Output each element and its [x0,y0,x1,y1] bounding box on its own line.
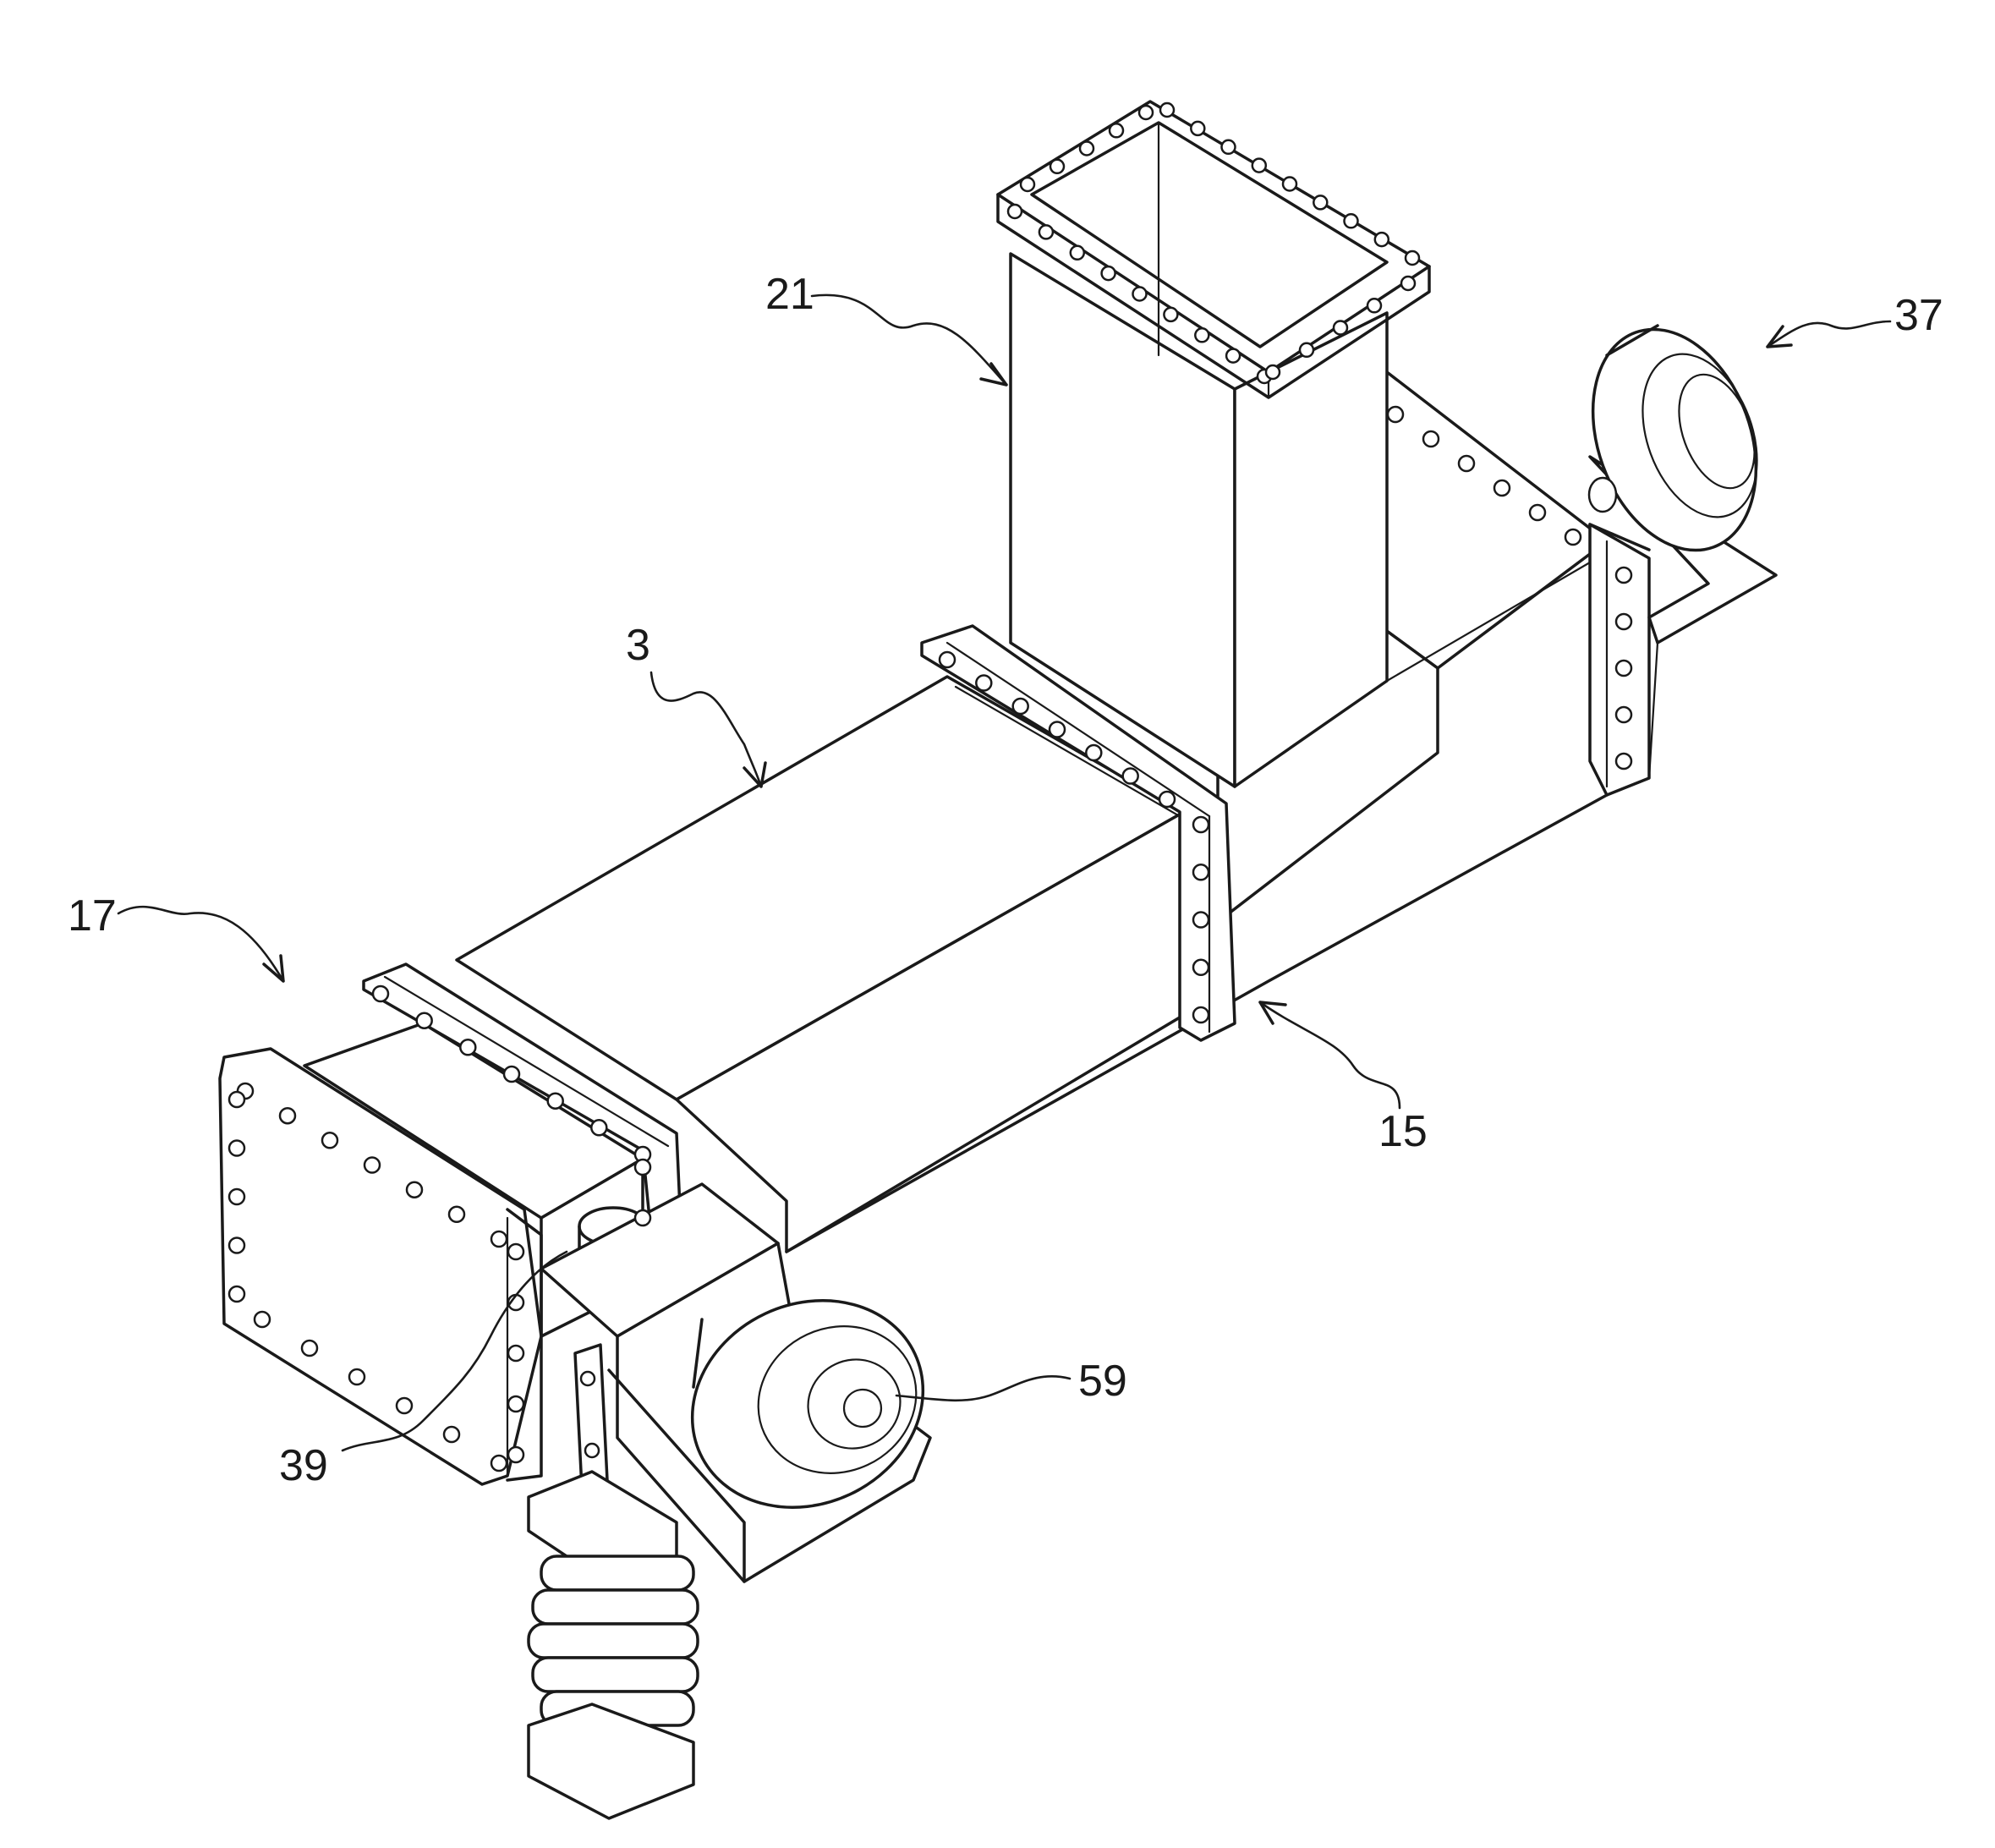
bolt [1375,233,1389,246]
bellows-foot [529,1472,698,1818]
bolt [1266,365,1280,379]
bolt [1050,160,1064,173]
ref-17: 17 [68,891,117,940]
bolt [1494,480,1510,496]
bolt [449,1207,464,1222]
bolt [1313,195,1327,209]
bolt [1616,614,1631,629]
bolt [1110,123,1123,137]
bolt [585,1444,599,1457]
bolt [1080,142,1093,156]
bolt [1401,277,1415,290]
bolt [255,1312,270,1327]
bolt [397,1398,412,1413]
bolt [229,1238,244,1253]
bolt [504,1067,519,1082]
bolt [1388,407,1403,422]
bolt [491,1456,507,1471]
bolt [1159,792,1175,807]
ref-39: 39 [279,1441,328,1490]
bolt [1102,266,1115,280]
bolt [229,1141,244,1156]
bolt [444,1427,459,1442]
ref-21: 21 [765,270,814,319]
bolt [364,1158,380,1173]
bolt [1423,431,1439,447]
bolt [508,1396,523,1412]
bolt [1222,140,1236,154]
bolt [1406,251,1419,265]
bolt [1050,722,1065,738]
leader-17 [118,907,283,981]
bolt [1133,288,1147,301]
bolt [581,1372,595,1385]
bolt [1459,456,1474,471]
leader-21 [812,295,1006,385]
bolt [1008,205,1022,218]
bolt [1616,568,1631,583]
bolt [508,1447,523,1462]
bolt [1300,343,1313,357]
bolt [417,1013,432,1028]
bolt [548,1094,563,1109]
bolt [1139,106,1153,119]
bolt [1283,178,1296,191]
leader-37 [1768,321,1890,347]
bolt [1334,321,1347,335]
bolt [229,1286,244,1302]
bolt [1345,214,1358,228]
bolt [635,1160,650,1175]
bolt [508,1346,523,1361]
bolt [591,1120,606,1135]
bolt [1195,328,1209,342]
bolt [229,1092,244,1107]
bolt [1616,754,1631,769]
bolt [1193,817,1209,832]
bolt [280,1108,295,1123]
ref-3: 3 [626,621,650,670]
bolt [508,1244,523,1259]
bolt [1367,299,1381,312]
bolt [1565,529,1581,545]
arrow-3 [744,763,765,787]
bolt [1164,308,1177,321]
bolt [1039,225,1053,239]
bolt [1193,864,1209,880]
bolt [1193,960,1209,975]
bolt [1191,122,1204,135]
ref-15: 15 [1378,1107,1428,1156]
bolt [1071,246,1084,260]
bolt [1021,178,1034,191]
inlet-chute [998,101,1590,787]
bolt [407,1182,422,1198]
bolt [491,1231,507,1247]
leader-15 [1260,1002,1400,1108]
bolt [1193,913,1209,928]
bolt [1530,505,1545,520]
bolt [1013,699,1028,714]
bolt [1193,1007,1209,1023]
bolt [1616,661,1631,676]
bolt [1616,707,1631,722]
bolt [940,652,955,667]
ref-59: 59 [1078,1357,1127,1406]
arrow-37 [1768,326,1791,347]
bolt [373,986,388,1001]
bolt [1226,349,1240,363]
ref-37: 37 [1894,291,1943,340]
bolt [635,1210,650,1226]
arrow-21 [981,364,1006,385]
bolt [229,1189,244,1204]
arrow-17 [264,956,283,981]
bolt [1252,159,1266,173]
bolt [1086,745,1101,760]
bolt [976,676,991,691]
bolt [1160,103,1174,117]
bolt [302,1341,317,1356]
bolt [460,1039,475,1055]
bolt [322,1132,337,1148]
bolt [1123,769,1138,784]
bolt [349,1369,364,1385]
